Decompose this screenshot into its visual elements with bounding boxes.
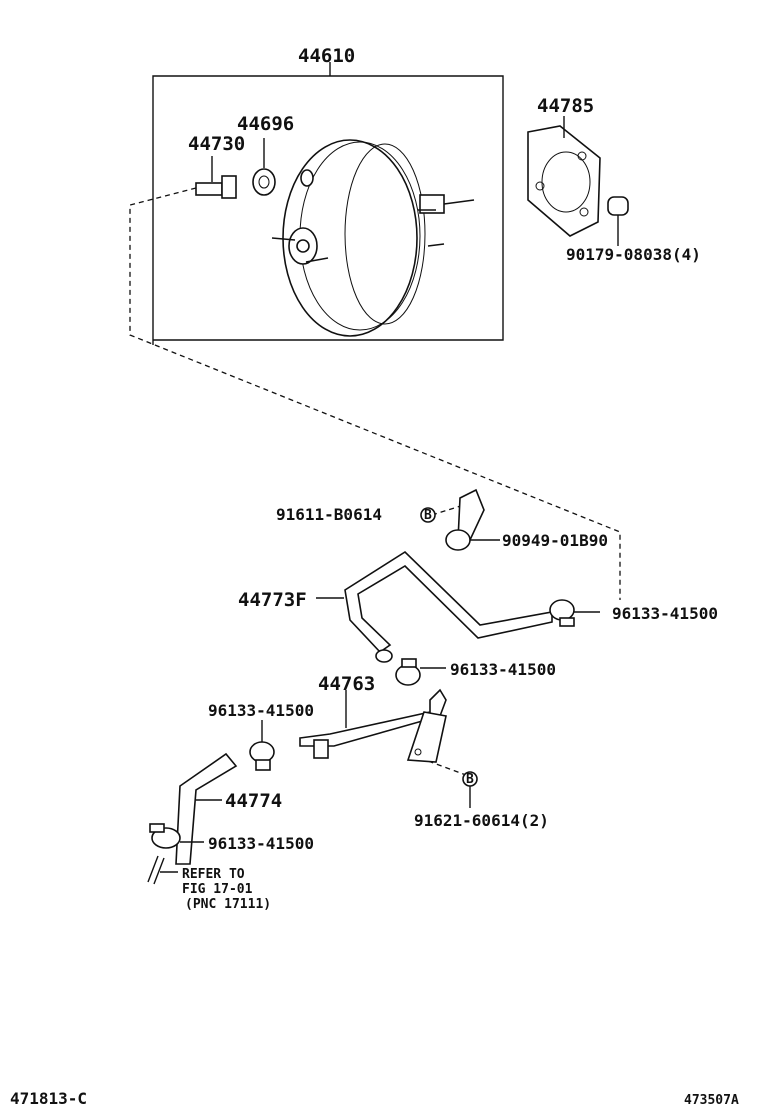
hose-clip-bottom-drawing (149, 823, 204, 849)
label-booster-assy: 44610 (298, 45, 355, 67)
label-hose-clip-mid: 96133-41500 (450, 660, 556, 679)
label-check-valve: 44730 (188, 133, 245, 155)
check-valve-seat-drawing (252, 138, 276, 196)
label-pipe: 44763 (318, 673, 375, 695)
label-pipe-clip-left: 96133-41500 (208, 701, 314, 720)
hose-small-drawing (175, 752, 238, 865)
marker-b-circles (420, 507, 478, 808)
nut-drawing (607, 196, 629, 246)
label-refer-line1: REFER TO (182, 867, 245, 882)
refer-pipe-drawing (147, 855, 178, 885)
hose-main-drawing (316, 550, 553, 663)
check-valve-drawing (195, 156, 237, 199)
label-hose-clip-right: 96133-41500 (612, 604, 718, 623)
label-nut: 90179-08038(4) (566, 245, 701, 264)
label-refer-line3: (PNC 17111) (185, 897, 271, 912)
hose-clip-mid-drawing (395, 658, 446, 686)
label-bolt-b: 91621-60614(2) (414, 811, 549, 830)
dashed-leaders (129, 187, 621, 776)
booster-assy-bracket (152, 62, 504, 345)
marker-b2-text: B (466, 772, 474, 787)
label-hose-small: 44774 (225, 790, 282, 812)
label-clamp: 90949-01B90 (502, 531, 608, 550)
pipe-clip-left-drawing (249, 720, 275, 771)
label-gasket: 44785 (537, 95, 594, 117)
label-hose-main: 44773F (238, 589, 307, 611)
clamp-drawing (445, 488, 500, 551)
label-hose-clip-bottom: 96133-41500 (208, 834, 314, 853)
brake-booster-drawing (271, 139, 475, 337)
hose-clip-right-drawing (549, 599, 600, 627)
footer-left-code: 471813-C (10, 1089, 87, 1108)
label-clip-bolt: 91611-B0614 (276, 505, 382, 524)
footer-right-code: 473507A (684, 1093, 739, 1108)
gasket-drawing (527, 116, 601, 237)
label-refer-line2: FIG 17-01 (182, 882, 253, 897)
marker-b1-text: B (424, 508, 432, 523)
pipe-drawing (299, 688, 447, 763)
label-check-valve-seat: 44696 (237, 113, 294, 135)
